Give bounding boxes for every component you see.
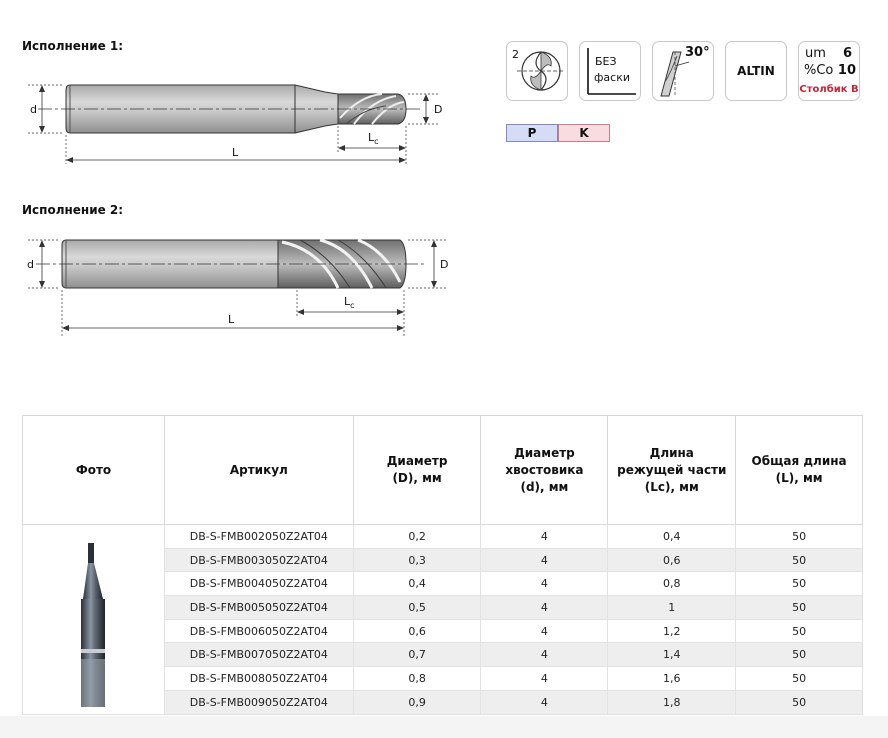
cell-article: DB-S-FMB002050Z2AT04 [163,524,354,549]
cell-article: DB-S-FMB006050Z2AT04 [163,618,354,644]
cell-article: DB-S-FMB005050Z2AT04 [163,595,354,620]
product-photo [22,524,165,715]
cell-diameter: 0,3 [352,547,482,573]
cell-article: DB-S-FMB008050Z2AT04 [163,666,354,691]
cell-total-length: 50 [735,547,863,573]
table-row: DB-S-FMB002050Z2AT04 0,2 4 0,4 50 [22,524,863,715]
header-total-length: Общая длина(L), мм [735,415,863,525]
cell-total-length: 50 [735,618,863,644]
cell-shank: 4 [480,689,609,715]
cell-shank: 4 [480,642,609,668]
cell-cut-length: 0,6 [607,547,737,573]
flutes-icon: 2 [506,41,568,101]
svg-text:Lc: Lc [344,295,355,310]
v2-Lc-label: L [344,295,351,308]
v1-L-label: L [232,146,239,159]
coating-icon: ALTIN [725,41,787,101]
v2-D-label: D [440,258,448,271]
v1-Lc-label: L [368,131,375,144]
v2-L-label: L [228,313,235,326]
cell-total-length: 50 [735,595,863,620]
cell-diameter: 0,6 [352,618,482,644]
cell-cut-length: 1,6 [607,666,737,691]
grade-label: Столбик B [799,84,859,95]
variant-2-title: Исполнение 2: [22,203,124,217]
cell-shank: 4 [480,666,609,691]
cell-total-length: 50 [735,689,863,715]
coating-label: ALTIN [737,64,775,78]
cell-total-length: 50 [735,642,863,668]
cell-total-length: 50 [735,571,863,597]
cell-cut-length: 0,8 [607,571,737,597]
cell-cut-length: 0,4 [607,524,737,549]
cell-shank: 4 [480,524,609,549]
page-bottom-strip [0,716,888,738]
cell-diameter: 0,5 [352,595,482,620]
v2-d-label: d [27,258,34,271]
material-k-badge: K [558,124,610,142]
cell-shank: 4 [480,547,609,573]
flutes-count: 2 [512,48,519,61]
chamfer-line-1: БЕЗ [595,55,617,68]
cell-diameter: 0,4 [352,571,482,597]
table-row: DB-S-FMB009050Z2AT04 0,9 4 1,8 50 [23,689,863,715]
helix-angle-value: 30° [685,45,710,60]
v1-d-label: d [30,103,37,116]
v2-Lc-sub: c [350,301,354,310]
cell-cut-length: 1 [607,595,737,620]
cell-cut-length: 1,4 [607,642,737,668]
cell-shank: 4 [480,618,609,644]
cell-article: DB-S-FMB004050Z2AT04 [163,571,354,597]
cell-diameter: 0,2 [352,524,482,549]
cell-total-length: 50 [735,666,863,691]
um-label: um [805,46,826,61]
grade-icon: um 6 %Co 10 Столбик B [798,41,860,101]
v1-D-label: D [434,103,442,116]
table-row: DB-S-FMB004050Z2AT04 0,4 4 0,8 50 [23,571,863,597]
variant-1-title: Исполнение 1: [22,39,124,53]
material-p-badge: P [506,124,558,142]
svg-text:Lc: Lc [368,131,379,146]
cell-shank: 4 [480,571,609,597]
variant-1-drawing: d D Lc L [28,84,442,164]
cell-diameter: 0,7 [352,642,482,668]
table-row: DB-S-FMB007050Z2AT04 0,7 4 1,4 50 [23,642,863,668]
cell-article: DB-S-FMB007050Z2AT04 [163,642,354,668]
cell-article: DB-S-FMB003050Z2AT04 [163,547,354,573]
helix-angle-icon: 30° [652,41,714,101]
cell-total-length: 50 [735,524,863,549]
co-label: %Co [804,63,834,78]
chamfer-line-2: фаски [594,71,630,84]
header-article: Артикул [163,415,354,525]
cell-shank: 4 [480,595,609,620]
cell-article: DB-S-FMB009050Z2AT04 [163,689,354,715]
end-mill-photo [81,543,106,708]
v1-Lc-sub: c [374,137,378,146]
cell-diameter: 0,8 [352,666,482,691]
um-value: 6 [842,46,852,61]
header-diameter: Диаметр(D), мм [352,415,482,525]
cell-cut-length: 1,8 [607,689,737,715]
co-value: 10 [837,63,856,78]
header-photo: Фото [22,415,165,525]
cell-cut-length: 1,2 [607,618,737,644]
cell-diameter: 0,9 [352,689,482,715]
variant-2-drawing: d D Lc L [27,238,448,336]
table-row: DB-S-FMB006050Z2AT04 0,6 4 1,2 50 [23,618,863,644]
no-chamfer-icon: БЕЗ фаски [579,41,641,101]
table-row: DB-S-FMB005050Z2AT04 0,5 4 1 50 [23,595,863,620]
